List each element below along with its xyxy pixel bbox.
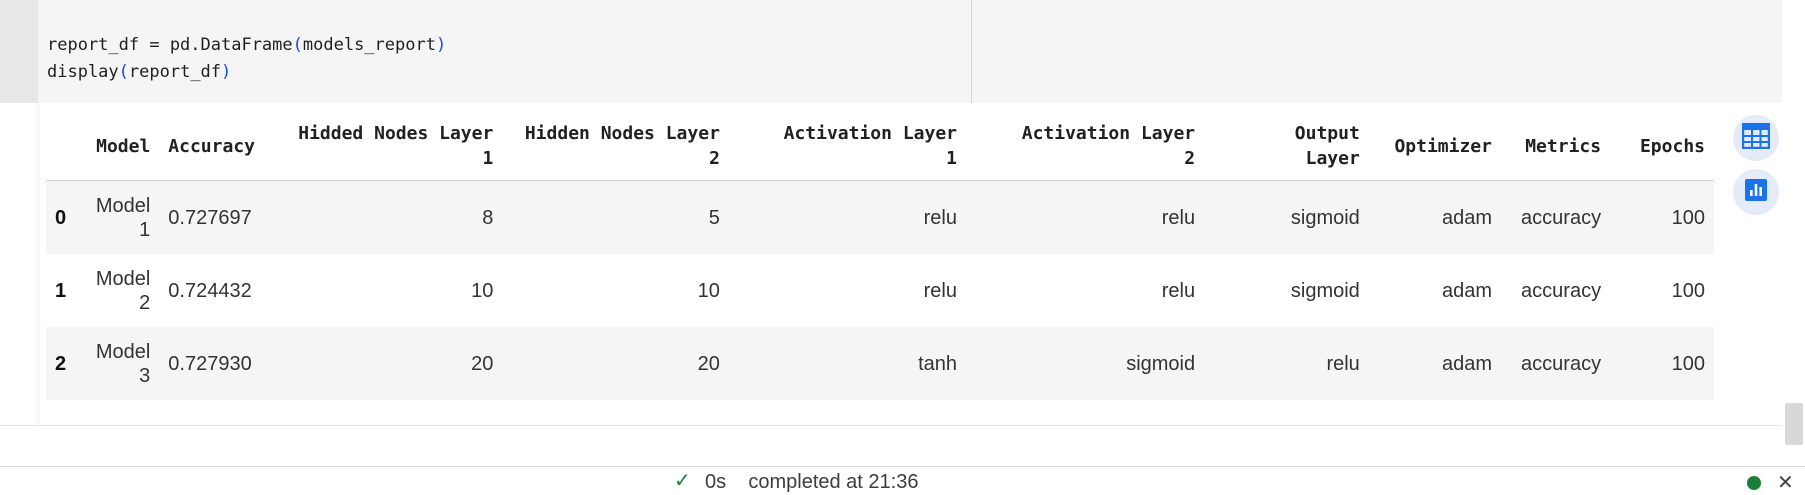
table-cell: 10 xyxy=(471,279,494,302)
column-header: Optimizer xyxy=(1368,115,1501,181)
table-cell: sigmoid xyxy=(966,327,1205,400)
table-cell: 0.727697 xyxy=(159,180,260,254)
table-cell: 100 xyxy=(1671,279,1705,302)
row-index: 2 xyxy=(46,327,84,400)
code-line-1: report_df = pd.DataFrame(models_report) xyxy=(47,35,447,55)
table-cell: relu xyxy=(966,180,1205,254)
table-cell: relu xyxy=(1161,279,1196,302)
column-header: Model xyxy=(83,115,160,181)
table-cell: 5 xyxy=(502,180,729,254)
table-cell: accuracy xyxy=(1500,327,1611,400)
table-cell: 100 xyxy=(1610,327,1714,400)
table-cell: adam xyxy=(1368,180,1501,254)
column-header: Metrics xyxy=(1500,115,1611,181)
cell-gutter[interactable] xyxy=(0,0,38,103)
code-cell[interactable] xyxy=(0,0,1782,103)
table-cell: 8 xyxy=(260,180,503,254)
column-header: Accuracy xyxy=(159,115,260,181)
table-cell: 0.727930 xyxy=(159,327,260,400)
table-cell: 10 xyxy=(697,279,720,302)
code-divider xyxy=(971,0,972,103)
scrollbar-thumb[interactable] xyxy=(1785,403,1803,445)
check-icon: ✓ xyxy=(674,470,691,492)
convert-to-table-button[interactable] xyxy=(1733,115,1779,161)
table-icon xyxy=(1741,122,1771,154)
table-cell: relu xyxy=(728,180,966,254)
column-header: Epochs xyxy=(1610,115,1714,181)
table-cell: accuracy xyxy=(1500,180,1611,254)
table-cell: adam xyxy=(1441,279,1492,302)
table-cell: relu xyxy=(923,279,957,302)
table-cell: sigmoid xyxy=(1290,279,1360,302)
code-line-2: display(report_df) xyxy=(47,62,232,82)
suggest-charts-button[interactable] xyxy=(1733,169,1779,215)
row-index: 1 xyxy=(55,279,67,302)
status-bar xyxy=(0,466,1805,483)
table-cell: tanh xyxy=(728,327,966,400)
bar-chart-icon xyxy=(1744,178,1768,207)
index-header xyxy=(46,115,84,181)
code-editor[interactable]: report_df = pd.DataFrame(models_report) … xyxy=(47,32,446,86)
table-cell: relu xyxy=(1204,327,1369,400)
table-cell: accuracy xyxy=(1521,279,1602,302)
execution-status: 0s completed at 21:36 xyxy=(705,471,919,493)
table-cell: 20 xyxy=(502,327,729,400)
table-cell: adam xyxy=(1368,327,1501,400)
table-cell: 0.724432 xyxy=(168,279,252,302)
connection-status-icon[interactable] xyxy=(1747,476,1761,490)
row-index: 0 xyxy=(46,180,84,254)
table-cell: 100 xyxy=(1610,180,1714,254)
close-icon[interactable]: ✕ xyxy=(1777,472,1794,494)
table-cell: sigmoid xyxy=(1204,180,1369,254)
table-cell: 20 xyxy=(260,327,503,400)
